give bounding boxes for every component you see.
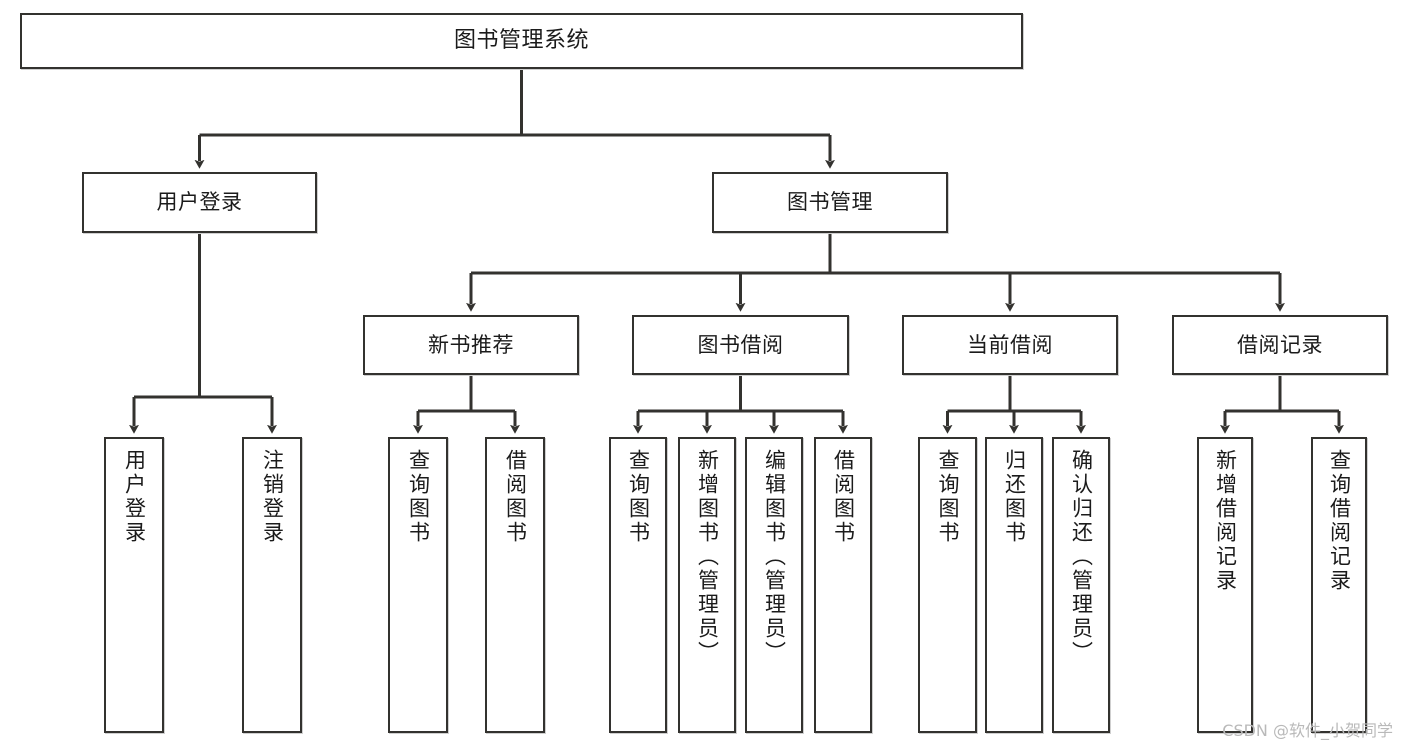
watermark-text: CSDN @软件_小贺同学 bbox=[1222, 721, 1393, 740]
node-label: 当前借阅 bbox=[967, 332, 1053, 357]
node-level3-0: 新书推荐 bbox=[363, 315, 579, 375]
node-label: 查询图书 bbox=[406, 449, 431, 545]
node-leaf-10: 确认归还（管理员） bbox=[1052, 437, 1110, 733]
node-label: 借阅图书 bbox=[503, 449, 528, 545]
node-leaf-11: 新增借阅记录 bbox=[1197, 437, 1253, 733]
node-label: 借阅图书 bbox=[831, 449, 856, 545]
node-leaf-8: 查询图书 bbox=[918, 437, 977, 733]
node-label: 用户登录 bbox=[156, 190, 243, 215]
node-label: 编辑图书（管理员） bbox=[762, 449, 787, 665]
node-label: 用户登录 bbox=[122, 449, 147, 545]
node-root: 图书管理系统 bbox=[20, 13, 1023, 69]
node-label: 确认归还（管理员） bbox=[1069, 449, 1094, 665]
node-leaf-5: 新增图书（管理员） bbox=[678, 437, 736, 733]
node-label: 归还图书 bbox=[1002, 449, 1027, 545]
node-leaf-7: 借阅图书 bbox=[814, 437, 872, 733]
node-leaf-9: 归还图书 bbox=[985, 437, 1043, 733]
node-leaf-0: 用户登录 bbox=[104, 437, 164, 733]
node-leaf-3: 借阅图书 bbox=[485, 437, 545, 733]
node-label: 借阅记录 bbox=[1237, 332, 1323, 357]
node-level2-1: 图书管理 bbox=[712, 172, 948, 233]
node-leaf-2: 查询图书 bbox=[388, 437, 448, 733]
node-leaf-1: 注销登录 bbox=[242, 437, 302, 733]
node-label: 查询图书 bbox=[626, 449, 651, 545]
node-label: 图书管理系统 bbox=[453, 28, 589, 54]
node-level2-0: 用户登录 bbox=[82, 172, 317, 233]
node-level3-3: 借阅记录 bbox=[1172, 315, 1388, 375]
node-label: 新书推荐 bbox=[428, 332, 514, 357]
node-leaf-12: 查询借阅记录 bbox=[1311, 437, 1367, 733]
node-label: 新增借阅记录 bbox=[1213, 449, 1238, 593]
node-level3-2: 当前借阅 bbox=[902, 315, 1118, 375]
node-leaf-6: 编辑图书（管理员） bbox=[745, 437, 803, 733]
node-level3-1: 图书借阅 bbox=[632, 315, 849, 375]
node-label: 查询图书 bbox=[936, 449, 960, 545]
node-label: 查询借阅记录 bbox=[1327, 449, 1352, 593]
node-leaf-4: 查询图书 bbox=[609, 437, 667, 733]
node-label: 注销登录 bbox=[260, 449, 285, 545]
node-label: 新增图书（管理员） bbox=[695, 449, 720, 665]
node-label: 图书管理 bbox=[787, 190, 873, 215]
node-label: 图书借阅 bbox=[697, 332, 784, 357]
